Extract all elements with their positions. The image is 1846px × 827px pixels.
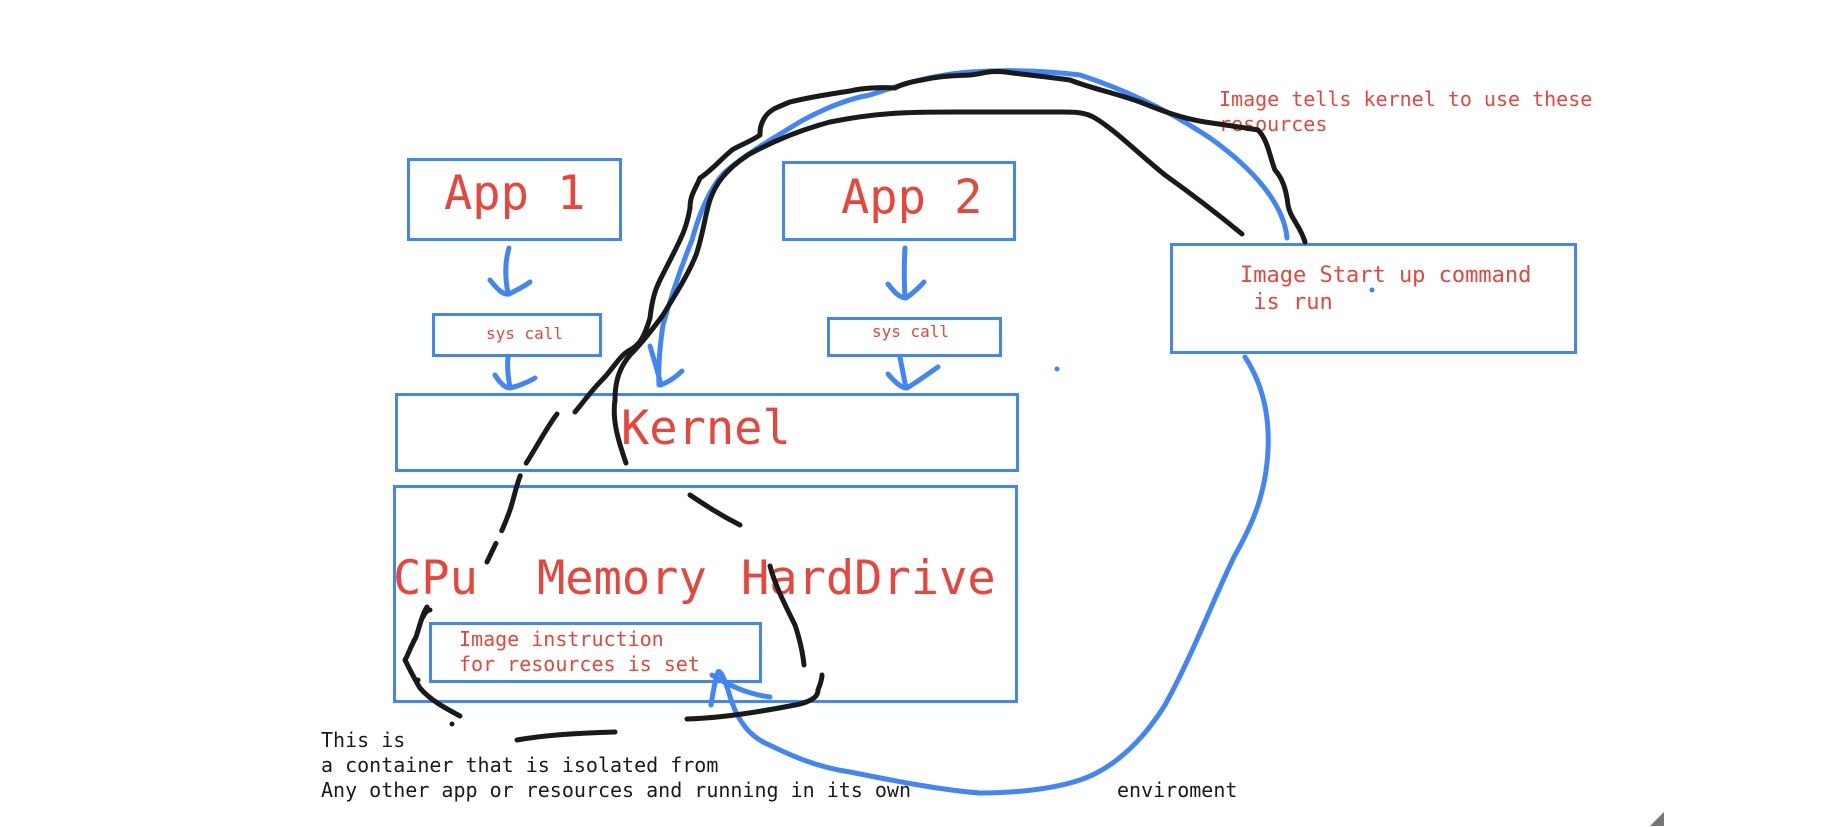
arrow-app1-syscall (487, 245, 533, 297)
container-outline-bottom (514, 729, 618, 743)
syscall2-label: sys call (872, 322, 950, 341)
instruction-label: Image instruction for resources is set (459, 627, 700, 676)
arrow-syscall1-kernel (492, 354, 538, 391)
cpu-label: CPu (393, 551, 478, 606)
resize-handle-icon[interactable] (1650, 812, 1664, 826)
arrow-app2-syscall (885, 245, 927, 301)
syscall1-label: sys call (486, 324, 564, 343)
footer-line-3b: enviroment (1117, 778, 1238, 802)
arrow-syscall2-kernel (885, 354, 941, 391)
annotation-kernel-resources: Image tells kernel to use these resource… (1219, 87, 1593, 136)
footer-line-1: This is (321, 728, 406, 752)
container-outline-top (572, 68, 1308, 415)
app2-label: App 2 (841, 170, 983, 225)
kernel-label: Kernel (621, 401, 791, 456)
app1-label: App 1 (444, 166, 586, 221)
footer-line-2: a container that is isolated from (321, 753, 719, 777)
harddrive-label: HardDrive (741, 551, 996, 606)
footer-line-3a: Any other app or resources and running i… (321, 778, 912, 802)
startup-label: Image Start up command is run (1240, 263, 1532, 315)
memory-label: Memory (537, 551, 707, 606)
